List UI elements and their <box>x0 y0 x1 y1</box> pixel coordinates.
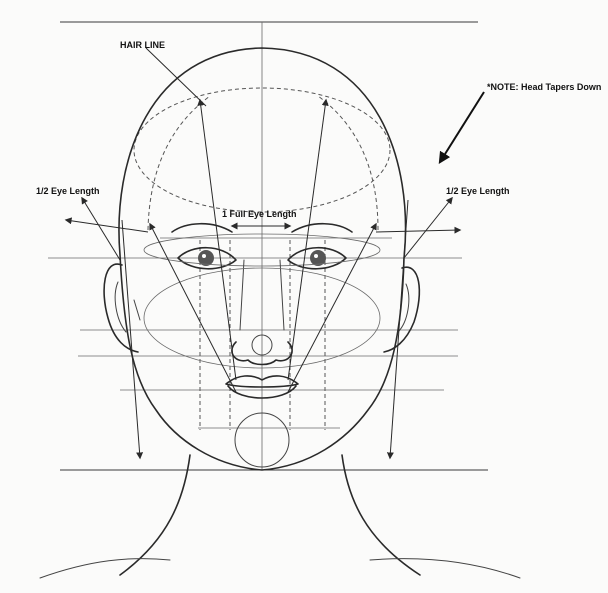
left-half-eye-arrow-2 <box>66 220 148 232</box>
nose-bridge-right <box>280 260 284 330</box>
right-ear <box>384 267 419 352</box>
half-eye-length-right-label: 1/2 Eye Length <box>446 186 510 196</box>
neck-left <box>120 455 190 575</box>
hair-line-label: HAIR LINE <box>120 40 165 50</box>
left-taper-mark <box>134 300 140 320</box>
right-half-eye-arrow <box>404 198 452 258</box>
half-eye-length-left-label: 1/2 Eye Length <box>36 186 100 196</box>
left-hairline-arrow <box>200 100 236 380</box>
left-highlight <box>202 254 206 258</box>
right-half-eye-arrow-2 <box>376 230 460 232</box>
hairline-left-arc <box>148 96 210 230</box>
right-taper-arrow <box>390 200 408 458</box>
full-eye-length-label: 1 Full Eye Length <box>222 209 297 219</box>
right-hairline-arrow <box>288 100 326 380</box>
hairline-right-arc <box>318 96 378 230</box>
note-pointer-arrow <box>440 92 484 162</box>
left-shoulder <box>40 559 170 578</box>
horizontal-guidelines <box>48 22 488 470</box>
hairline-pointer <box>146 48 206 106</box>
note-label: *NOTE: Head Tapers Down <box>487 82 601 92</box>
right-shoulder <box>370 559 520 578</box>
right-eyebrow <box>292 224 352 232</box>
neck-right <box>342 455 420 575</box>
left-half-eye-arrow <box>82 198 120 260</box>
nose-bridge-left <box>240 260 244 330</box>
left-taper-arrow <box>122 220 140 458</box>
right-highlight <box>314 254 318 258</box>
left-eyebrow <box>172 224 232 232</box>
